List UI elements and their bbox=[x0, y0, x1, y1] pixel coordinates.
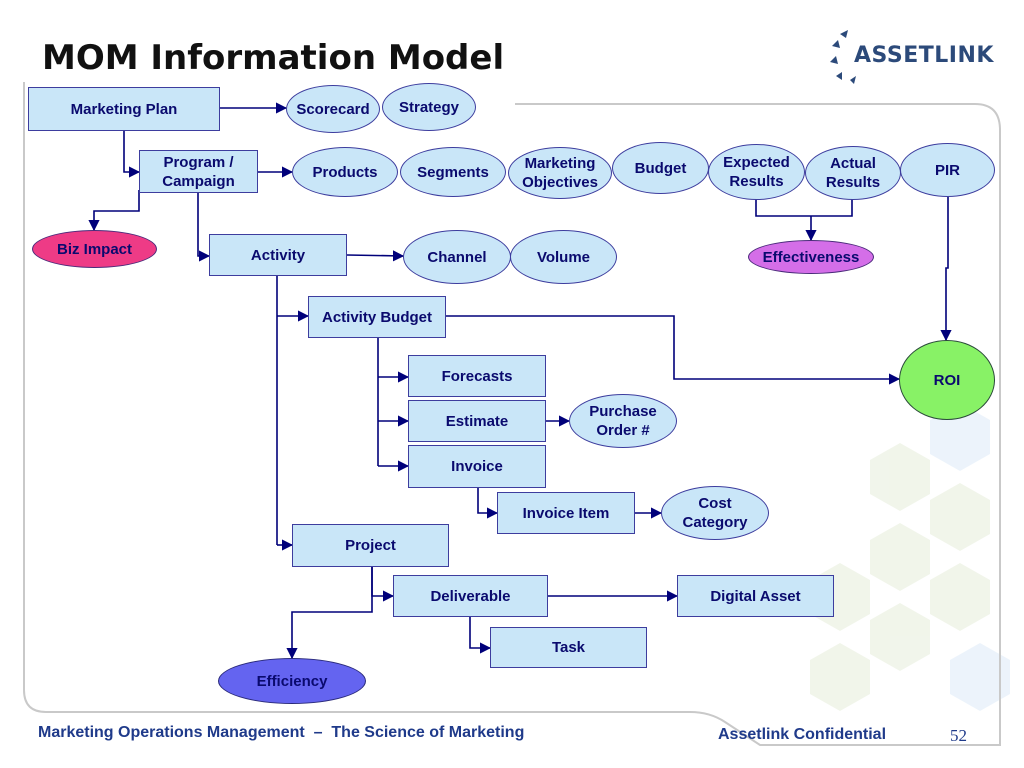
node-effectiveness: Effectiveness bbox=[748, 240, 874, 274]
node-label: Deliverable bbox=[430, 587, 511, 605]
node-label: Biz Impact bbox=[56, 240, 132, 258]
node-label: Channel bbox=[427, 248, 487, 266]
page-number: 52 bbox=[950, 726, 967, 745]
node-invoice-item: Invoice Item bbox=[497, 492, 635, 534]
node-label: Invoice bbox=[451, 458, 503, 475]
node-pir: PIR bbox=[900, 143, 995, 197]
node-program-campaign: Program / Campaign bbox=[139, 150, 258, 193]
node-segments: Segments bbox=[400, 147, 506, 197]
node-label: Estimate bbox=[445, 412, 509, 430]
node-label: Activity Budget bbox=[321, 308, 432, 326]
node-label: ROI bbox=[933, 371, 961, 389]
node-label: Scorecard bbox=[296, 100, 370, 118]
node-label: Strategy bbox=[398, 98, 460, 116]
node-label: Marketing Objectives bbox=[522, 155, 598, 191]
hexagon-decoration bbox=[810, 443, 990, 711]
node-expected-results: Expected Results bbox=[708, 144, 805, 200]
node-label: PIR bbox=[934, 161, 960, 179]
node-label: Invoice Item bbox=[522, 504, 610, 522]
node-biz-impact: Biz Impact bbox=[32, 230, 157, 268]
node-label: Forecasts bbox=[441, 367, 513, 385]
page-title: MOM Information Model bbox=[42, 38, 505, 78]
node-label: Volume bbox=[536, 248, 591, 266]
node-efficiency: Efficiency bbox=[218, 658, 366, 704]
node-budget: Budget bbox=[612, 142, 709, 194]
node-project: Project bbox=[292, 524, 449, 567]
node-forecasts: Forecasts bbox=[408, 355, 546, 397]
footer-confidential: Assetlink Confidential bbox=[718, 726, 887, 743]
node-label: Program / Campaign bbox=[162, 153, 235, 190]
node-invoice: Invoice bbox=[408, 445, 546, 488]
node-label: Activity bbox=[250, 246, 306, 264]
node-actual-results: Actual Results bbox=[805, 146, 901, 200]
node-label: Products bbox=[312, 163, 378, 181]
node-roi: ROI bbox=[899, 340, 995, 420]
node-label: Digital Asset bbox=[710, 587, 801, 605]
node-task: Task bbox=[490, 627, 647, 668]
node-label: Actual Results bbox=[825, 155, 881, 191]
footer-tagline: Marketing Operations Management – The Sc… bbox=[38, 724, 525, 741]
node-products: Products bbox=[292, 147, 398, 197]
node-label: Segments bbox=[417, 163, 489, 181]
node-strategy: Strategy bbox=[382, 83, 476, 131]
logo-mark-icon bbox=[830, 30, 856, 84]
node-activity: Activity bbox=[209, 234, 347, 276]
node-label: Expected Results bbox=[723, 154, 790, 190]
node-label: Marketing Plan bbox=[70, 100, 178, 118]
node-marketing-plan: Marketing Plan bbox=[28, 87, 220, 131]
node-deliverable: Deliverable bbox=[393, 575, 548, 617]
node-channel: Channel bbox=[403, 230, 511, 284]
node-label: Effectiveness bbox=[762, 248, 860, 266]
node-label: Project bbox=[345, 537, 396, 554]
node-cost-category: Cost Category bbox=[661, 486, 769, 540]
node-purchase-order: Purchase Order # bbox=[569, 394, 677, 448]
node-activity-budget: Activity Budget bbox=[308, 296, 446, 338]
node-label: Task bbox=[551, 639, 586, 656]
node-label: Budget bbox=[634, 159, 687, 177]
node-label: Purchase Order # bbox=[589, 403, 657, 439]
node-label: Efficiency bbox=[256, 672, 328, 690]
logo-text: ASSETLINK bbox=[854, 43, 994, 68]
slide-frame-border bbox=[23, 82, 1001, 746]
node-estimate: Estimate bbox=[408, 400, 546, 442]
connectors bbox=[88, 102, 952, 660]
assetlink-logo: ASSETLINK bbox=[828, 28, 993, 88]
node-scorecard: Scorecard bbox=[286, 85, 380, 133]
node-volume: Volume bbox=[510, 230, 617, 284]
node-label: Cost Category bbox=[682, 495, 748, 531]
node-marketing-objectives: Marketing Objectives bbox=[508, 147, 612, 199]
node-digital-asset: Digital Asset bbox=[677, 575, 834, 617]
